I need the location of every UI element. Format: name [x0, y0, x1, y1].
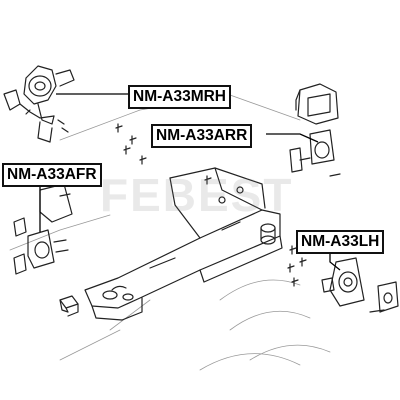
bushing-center — [260, 223, 276, 245]
watermark: FEBEST — [100, 169, 294, 221]
label-nm-a33mrh: NM-A33MRH — [128, 85, 231, 109]
label-nm-a33arr: NM-A33ARR — [151, 124, 253, 148]
leader-arr — [266, 133, 319, 143]
crossmember — [84, 167, 283, 321]
bolts — [115, 123, 307, 287]
mount-lh — [321, 257, 399, 313]
leader-lines — [39, 93, 341, 271]
bushing-lower-left — [59, 295, 79, 317]
leader-lh — [329, 250, 341, 271]
mount-arr — [289, 83, 341, 177]
mount-mrh — [3, 65, 75, 143]
label-nm-a33afr: NM-A33AFR — [2, 163, 102, 187]
label-nm-a33lh: NM-A33LH — [296, 230, 385, 254]
